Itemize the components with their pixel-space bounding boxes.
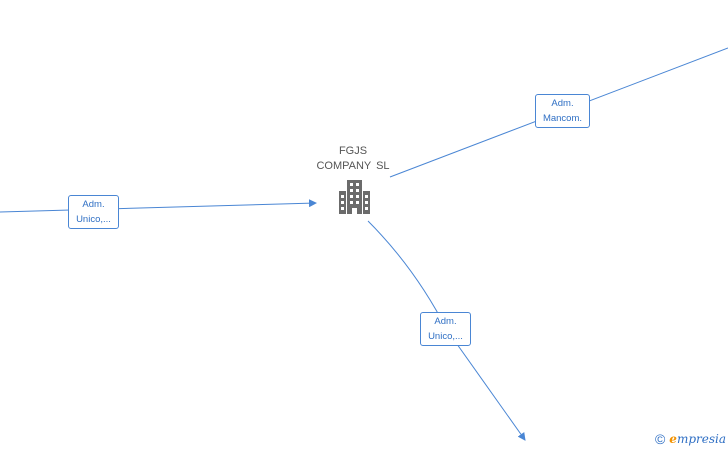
building-icon[interactable] (339, 180, 371, 214)
brand-logo-initial: e (669, 432, 677, 446)
edge-label-left[interactable]: Adm. Unico,... (68, 195, 119, 229)
edge-label-down-line-2: Unico,... (428, 331, 463, 342)
company-name-line-1: FGJS (338, 145, 368, 157)
edge-label-right-line-2: Mancom. (542, 113, 583, 124)
brand-logo: empresia (669, 432, 726, 446)
edge-label-right-line-1: Adm. (551, 98, 574, 109)
edge-label-left-line-2: Unico,... (76, 214, 111, 225)
brand-logo-rest: mpresia (676, 432, 726, 446)
copyright-icon: © (654, 431, 666, 447)
company-name: FGJS COMPANY SL (298, 144, 408, 174)
edge-label-down-line-1: Adm. (434, 316, 457, 327)
company-name-line-2: COMPANY SL (316, 160, 390, 172)
edge-label-right[interactable]: Adm. Mancom. (535, 94, 590, 128)
edge-label-left-line-1: Adm. (82, 199, 105, 210)
edge-line-left (0, 199, 317, 213)
empresia-watermark: © empresia (655, 431, 726, 447)
edge-label-down[interactable]: Adm. Unico,... (420, 312, 471, 346)
